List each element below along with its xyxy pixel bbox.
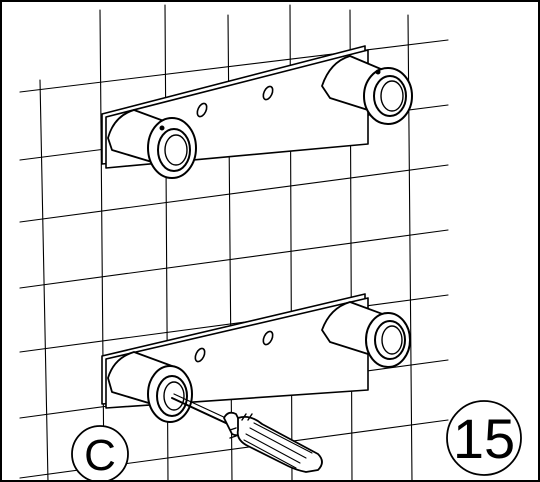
detail-letter-badge: C [71, 425, 129, 482]
step-number-badge: 15 [446, 400, 522, 476]
step-number-text: 15 [453, 407, 515, 470]
outlet-elbow [321, 301, 411, 368]
detail-letter-text: C [84, 431, 116, 480]
upper-mounting-bracket [101, 45, 413, 179]
outlet-elbow [107, 351, 193, 423]
outlet-elbow [321, 55, 413, 125]
outlet-elbow [107, 109, 197, 179]
screwdriver-icon [171, 393, 323, 473]
lower-mounting-bracket [101, 293, 411, 423]
